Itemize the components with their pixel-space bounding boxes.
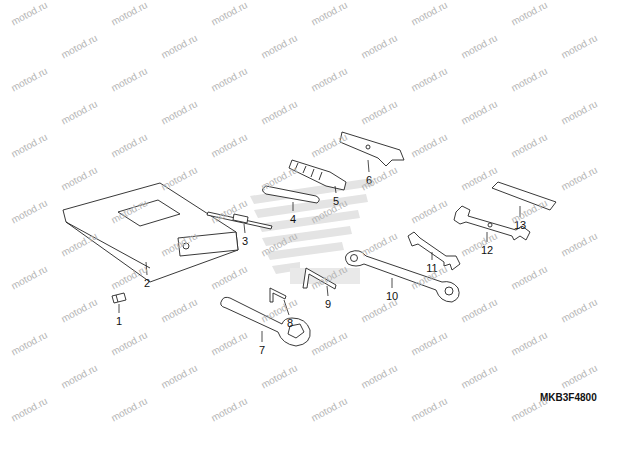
- callout-number: 9: [325, 299, 331, 310]
- watermark: motod.ru: [10, 0, 50, 27]
- watermark: motod.ru: [560, 165, 600, 192]
- watermark: motod.ru: [560, 297, 600, 324]
- watermark: motod.ru: [310, 330, 350, 357]
- pin-spanner: [340, 132, 404, 166]
- watermark: motod.ru: [160, 165, 200, 192]
- watermark: motod.ru: [360, 99, 400, 126]
- watermark: motod.ru: [560, 231, 600, 258]
- watermark: motod.ru: [510, 330, 550, 357]
- watermark: motod.ru: [10, 396, 50, 423]
- watermark: motod.ru: [110, 66, 150, 93]
- watermark: motod.ru: [510, 0, 550, 27]
- watermark: motod.ru: [460, 99, 500, 126]
- watermark: motod.ru: [10, 198, 50, 225]
- callout-number: 1: [116, 316, 122, 327]
- watermark: motod.ru: [160, 33, 200, 60]
- watermark: motod.ru: [260, 99, 300, 126]
- watermark: motod.ru: [210, 330, 250, 357]
- leader-lines: [119, 160, 520, 342]
- watermark: motod.ru: [260, 363, 300, 390]
- watermark: motod.ru: [160, 297, 200, 324]
- watermark: motod.ru: [360, 165, 400, 192]
- watermark: motod.ru: [410, 0, 450, 27]
- watermark: motod.ru: [60, 297, 100, 324]
- watermark: motod.ru: [110, 132, 150, 159]
- watermark: motod.ru: [360, 231, 400, 258]
- callout-number: 3: [242, 236, 248, 247]
- watermark: motod.ru: [460, 363, 500, 390]
- wing-logo: [250, 178, 374, 284]
- watermark: motod.ru: [510, 132, 550, 159]
- watermark: motod.ru: [310, 66, 350, 93]
- watermark: motod.ru: [410, 198, 450, 225]
- watermark: motod.ru: [510, 396, 550, 423]
- watermark: motod.ru: [60, 33, 100, 60]
- watermark: motod.ru: [460, 297, 500, 324]
- screwdriver: [289, 160, 346, 190]
- watermark: motod.ru: [410, 330, 450, 357]
- watermark: motod.ru: [60, 165, 100, 192]
- watermark: motod.ru: [510, 66, 550, 93]
- watermark: motod.ru: [460, 33, 500, 60]
- watermark: motod.ru: [210, 264, 250, 291]
- watermark: motod.ru: [210, 132, 250, 159]
- watermark: motod.ru: [360, 33, 400, 60]
- watermark: motod.ru: [10, 66, 50, 93]
- watermark: motod.ru: [510, 264, 550, 291]
- hex-key: [270, 288, 286, 302]
- watermark: motod.ru: [60, 99, 100, 126]
- watermark: motod.ru: [210, 66, 250, 93]
- watermark: motod.ru: [60, 363, 100, 390]
- watermark: motod.ru: [560, 363, 600, 390]
- watermark: motod.ru: [410, 66, 450, 93]
- watermark: motod.ru: [310, 396, 350, 423]
- watermark: motod.ru: [210, 396, 250, 423]
- watermark: motod.ru: [210, 0, 250, 27]
- watermark: motod.ru: [10, 330, 50, 357]
- watermark: motod.ru: [460, 231, 500, 258]
- watermark: motod.ru: [560, 99, 600, 126]
- watermark: motod.ru: [360, 363, 400, 390]
- fuse-part: [112, 293, 126, 303]
- diagram-code: MKB3F4800: [540, 393, 597, 403]
- watermark: motod.ru: [160, 363, 200, 390]
- watermark: motod.ru: [410, 396, 450, 423]
- watermark: motod.ru: [60, 231, 100, 258]
- callout-number: 7: [259, 345, 265, 356]
- watermark: motod.ru: [110, 330, 150, 357]
- watermark: motod.ru: [310, 132, 350, 159]
- watermark: motod.ru: [410, 132, 450, 159]
- callout-number: 4: [290, 214, 296, 225]
- callout-number: 8: [287, 318, 293, 329]
- watermark: motod.ru: [310, 0, 350, 27]
- watermark: motod.ru: [360, 297, 400, 324]
- watermark: motod.ru: [110, 0, 150, 27]
- callout-number: 2: [144, 278, 150, 289]
- watermark: motod.ru: [10, 132, 50, 159]
- watermark: motod.ru: [560, 33, 600, 60]
- watermark: motod.ru: [260, 33, 300, 60]
- watermark: motod.ru: [110, 396, 150, 423]
- watermark: motod.ru: [160, 99, 200, 126]
- watermark: motod.ru: [10, 264, 50, 291]
